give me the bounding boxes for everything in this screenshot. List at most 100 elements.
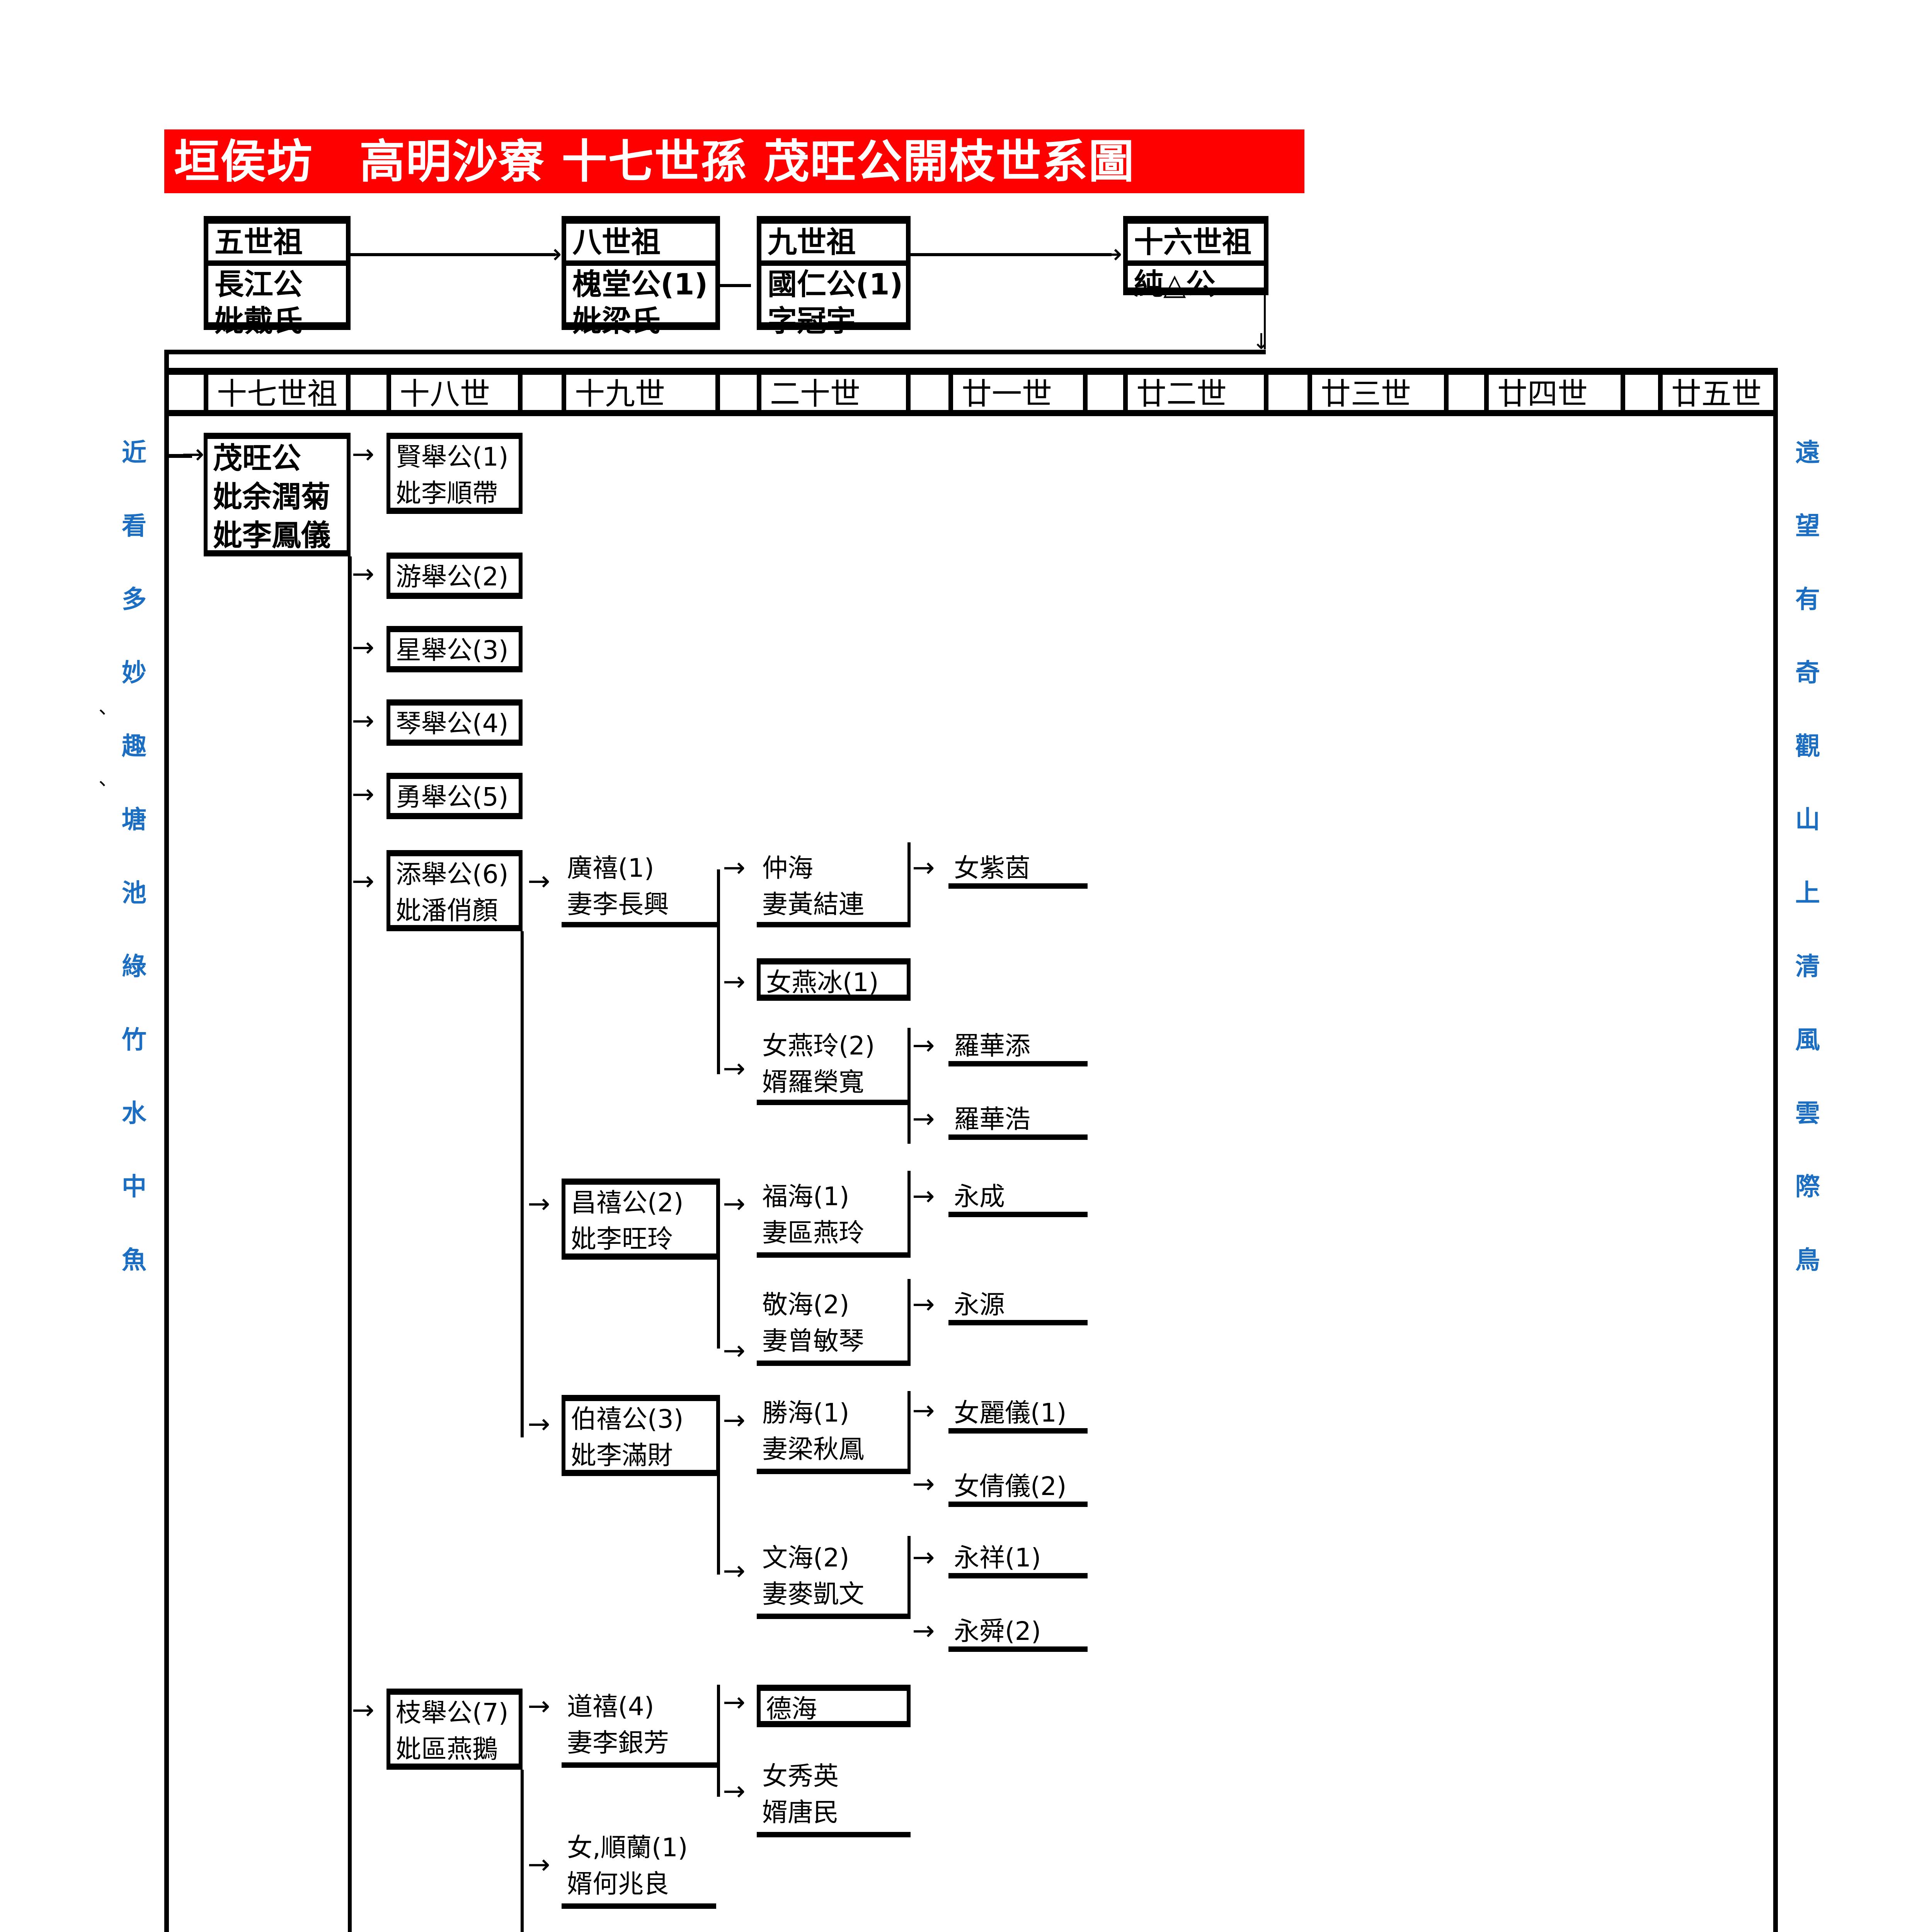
arrow-right-icon: →	[723, 1775, 746, 1807]
node-spouse: 妻黃結連	[762, 889, 864, 919]
poem-char: 趣	[122, 732, 146, 761]
node-name: 廣禧(1)	[567, 853, 654, 883]
node-name: 女秀英	[762, 1761, 839, 1791]
node-spouse: 妣李滿財	[571, 1440, 673, 1470]
node-name: 伯禧公(3)	[571, 1404, 684, 1434]
arrow-right-icon: →	[723, 1053, 746, 1084]
connector-line	[169, 454, 192, 458]
poem-char: 遠	[1795, 438, 1820, 467]
ancestor-box-gen5: 五世祖 長江公 妣戴氏	[204, 216, 351, 338]
node-name: 女燕冰(1)	[766, 968, 879, 997]
arrow-right-icon: →	[912, 1288, 935, 1320]
poem-char: 多	[122, 585, 146, 614]
gen-header: 廿一世	[948, 375, 1088, 416]
node-name: 游舉公(2)	[396, 562, 509, 592]
node-name: 女,順蘭(1)	[567, 1833, 688, 1862]
ancestor-name: 國仁公(1)	[768, 267, 903, 301]
arrow-right-icon: →	[723, 1335, 746, 1366]
arrow-right-icon: →	[528, 1849, 550, 1880]
node-name: 女麗儀(1)	[954, 1398, 1067, 1428]
node-gen18: 勇舉公(5)	[386, 773, 523, 819]
node-gen19: 道禧(4) 妻李銀芳	[562, 1689, 720, 1768]
node-name: 文海(2)	[762, 1543, 850, 1573]
arrow-right-icon: →	[182, 438, 204, 470]
punctuation-mark: 、	[99, 767, 118, 790]
poem-char: 山	[1795, 805, 1820, 834]
node-name: 勝海(1)	[762, 1398, 850, 1428]
gen-header: 二十世	[757, 375, 911, 416]
arrow-right-icon: →	[912, 1468, 935, 1500]
node-gen21: 永祥(1)	[948, 1540, 1088, 1578]
node-spouse: 婿唐民	[762, 1798, 839, 1827]
trunk-line	[907, 1279, 911, 1366]
arrow-right-icon: →	[912, 1180, 935, 1212]
arrow-right-icon: →	[912, 1029, 935, 1061]
poem-char: 有	[1795, 585, 1820, 614]
node-spouse: 妣李鳳儀	[213, 518, 330, 553]
node-name: 永成	[954, 1182, 1005, 1211]
poem-left: 近 看 多 妙 趣 塘 池 綠 竹 水 中 魚	[122, 440, 149, 1273]
trunk-line	[907, 1028, 911, 1144]
arrow-right-icon: →	[352, 778, 375, 810]
node-gen20: 仲海 妻黃結連	[757, 850, 911, 927]
node-spouse: 妣余潤菊	[213, 480, 330, 514]
node-name: 女紫茵	[954, 853, 1030, 883]
arrow-right-icon: →	[352, 1694, 375, 1726]
arrow-right-icon: →	[723, 1686, 746, 1718]
ancestor-gen-label: 八世祖	[566, 224, 715, 266]
poem-char: 鳥	[1795, 1246, 1820, 1275]
arrow-right-icon: →	[723, 1188, 746, 1219]
node-spouse: 妻李銀芳	[567, 1728, 669, 1758]
poem-char: 奇	[1795, 658, 1820, 687]
chart-frame	[164, 368, 1778, 1932]
ancestor-box-gen16: 十六世祖 純△公	[1123, 216, 1268, 301]
node-name: 茂旺公	[213, 441, 301, 475]
ancestor-gen-label: 十六世祖	[1128, 224, 1264, 266]
node-gen19: 女,順蘭(1) 婿何兆良	[562, 1830, 716, 1909]
gen-header: 十九世	[562, 375, 720, 416]
trunk-line	[521, 1770, 524, 1932]
node-name: 永舜(2)	[954, 1616, 1041, 1646]
poem-char: 清	[1795, 952, 1820, 981]
node-spouse: 妣區燕鵝	[396, 1734, 498, 1764]
ancestor-gen-label: 九世祖	[761, 224, 906, 266]
gen-header: 廿五世	[1658, 375, 1778, 416]
node-gen21: 女麗儀(1)	[948, 1395, 1088, 1434]
node-spouse: 妻李長興	[567, 889, 669, 919]
ancestor-name: 槐堂公(1)	[572, 267, 708, 301]
poem-char: 雲	[1795, 1099, 1820, 1128]
node-gen19: 廣禧(1) 妻李長興	[562, 850, 720, 927]
connector-line	[911, 253, 1112, 256]
node-name: 永祥(1)	[954, 1543, 1041, 1573]
node-spouse: 妣潘俏顏	[396, 896, 498, 925]
arrow-right-icon: →	[912, 1615, 935, 1646]
node-spouse: 妻曾敏琴	[762, 1326, 864, 1356]
node-gen19: 伯禧公(3) 妣李滿財	[562, 1395, 720, 1476]
trunk-line	[907, 1171, 911, 1258]
arrow-right-icon: →	[723, 1404, 746, 1436]
node-spouse: 婿羅榮寬	[762, 1067, 864, 1097]
node-name: 添舉公(6)	[396, 859, 509, 889]
node-gen20: 女燕玲(2) 婿羅榮寬	[757, 1028, 911, 1105]
node-name: 勇舉公(5)	[396, 782, 509, 812]
node-name: 永源	[954, 1290, 1005, 1320]
ancestor-box-gen9: 九世祖 國仁公(1) 字冠宇	[757, 216, 911, 338]
ancestor-spouse: 妣戴氏	[215, 304, 303, 338]
node-gen21: 永源	[948, 1287, 1088, 1325]
ancestor-box-gen8: 八世祖 槐堂公(1) 妣梁氏	[562, 216, 720, 338]
trunk-line-gen18	[348, 556, 352, 1932]
node-name: 星舉公(3)	[396, 635, 509, 665]
gen-header: 十八世	[386, 375, 523, 416]
node-gen20: 女燕冰(1)	[757, 958, 911, 1001]
arrow-right-icon: →	[723, 966, 746, 997]
arrow-right-icon: →	[539, 238, 562, 270]
node-name: 道禧(4)	[567, 1692, 654, 1721]
poem-char: 妙	[122, 658, 146, 687]
poem-char: 綠	[122, 952, 146, 981]
arrow-right-icon: →	[912, 1395, 935, 1426]
poem-char: 池	[122, 879, 146, 908]
poem-char: 際	[1795, 1172, 1820, 1201]
node-spouse: 妣李旺玲	[571, 1224, 673, 1254]
trunk-line	[521, 931, 524, 1437]
poem-char: 近	[122, 438, 146, 467]
